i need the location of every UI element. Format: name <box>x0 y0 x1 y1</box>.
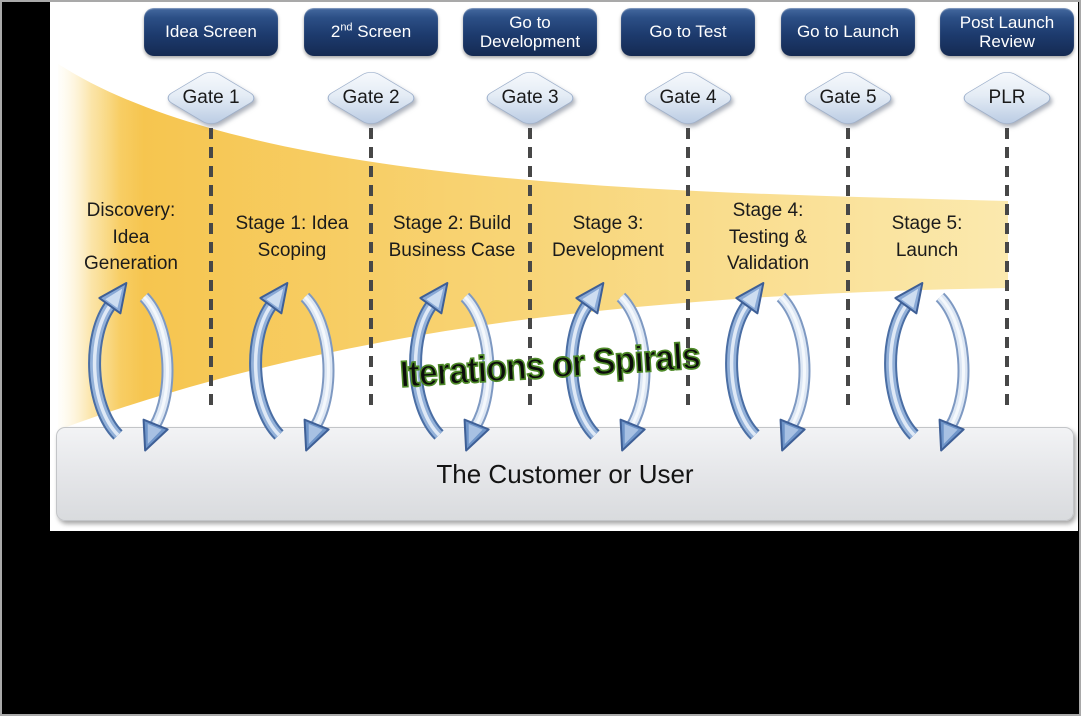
stage-label-2-business-case: Stage 2: Build Business Case <box>388 213 516 261</box>
gate-4-dashline <box>686 128 690 409</box>
button-go-to-test: Go to Test <box>621 8 755 56</box>
gate-2-diamond: Gate 2 <box>322 69 420 127</box>
gate-2-dashline <box>369 128 373 409</box>
button-post-launch-review: Post Launch Review <box>940 8 1074 56</box>
stage-label-5-launch: Stage 5: Launch <box>891 213 963 261</box>
button-go-to-development: Go to Development <box>463 8 597 56</box>
stage-gate-diagram: The Customer or User Discovery: Idea Gen… <box>50 2 1078 531</box>
button-idea-screen: Idea Screen <box>144 8 278 56</box>
gate-5-diamond: Gate 5 <box>799 69 897 127</box>
gate-3-dashline <box>528 128 532 409</box>
button-go-to-launch: Go to Launch <box>781 8 915 56</box>
spiral-arrows-icon <box>81 283 181 455</box>
stage-label-3-development: Stage 3: Development <box>552 213 664 261</box>
plr-dashline <box>1005 128 1009 409</box>
plr-diamond: PLR <box>958 69 1056 127</box>
spiral-arrows-icon <box>242 283 342 455</box>
gate-3-diamond: Gate 3 <box>481 69 579 127</box>
spiral-arrows-icon <box>718 283 818 455</box>
gate-1-diamond: Gate 1 <box>162 69 260 127</box>
spiral-arrows-icon <box>877 283 977 455</box>
gate-1-dashline <box>209 128 213 409</box>
stage-label-discovery: Discovery: Idea Generation <box>83 199 178 275</box>
customer-bar: The Customer or User <box>56 427 1074 521</box>
customer-bar-label: The Customer or User <box>436 458 694 489</box>
stage-label-1-scoping: Stage 1: Idea Scoping <box>235 213 349 261</box>
button-second-screen: 2nd Screen <box>304 8 438 56</box>
gate-5-dashline <box>846 128 850 409</box>
funnel-shape <box>58 64 1008 430</box>
stage-label-4-testing: Stage 4: Testing & Validation <box>726 199 810 275</box>
gate-4-diamond: Gate 4 <box>639 69 737 127</box>
